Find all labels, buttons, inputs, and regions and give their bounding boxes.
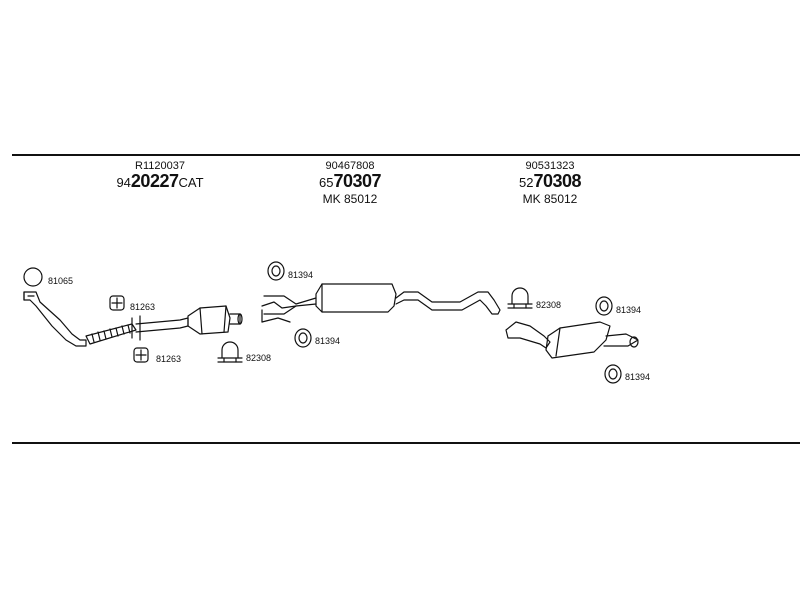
part-label-bolt-lower: 81263 (156, 354, 181, 364)
ref-mk-number: MK 85012 (322, 192, 378, 206)
bottom-divider-line (12, 442, 800, 444)
part-label-hanger-mid-upper: 81394 (288, 270, 313, 280)
part-label-hanger-rear-upper: 81394 (616, 305, 641, 315)
ref-number: 70308 (533, 171, 582, 191)
top-divider-line (12, 154, 800, 156)
rubber-hanger-icon (604, 364, 622, 384)
ref-part-number: 6570307 (300, 172, 400, 192)
ref-part-number: 5270308 (500, 172, 600, 192)
ref-code: 90467808 (325, 160, 375, 172)
ref-block-catalytic-converter: R1120037 9420227CAT (100, 160, 220, 192)
middle-pipe-inlet (261, 295, 317, 323)
clamp-icon (217, 341, 243, 363)
bolt-icon (133, 347, 149, 363)
part-label-clamp-rear: 82308 (536, 300, 561, 310)
ref-block-rear-silencer: 90531323 5270308 MK 85012 (500, 160, 600, 206)
ref-code: R1120037 (135, 160, 185, 172)
catalytic-converter (187, 305, 243, 335)
ref-code: 90531323 (525, 160, 575, 172)
part-label-bolt-upper: 81263 (130, 302, 155, 312)
part-label-hanger-mid-lower: 81394 (315, 336, 340, 346)
ref-part-number: 9420227CAT (100, 172, 220, 192)
ref-prefix: 94 (116, 175, 131, 190)
front-pipe (23, 291, 189, 347)
ref-prefix: 52 (518, 175, 534, 190)
middle-silencer (315, 283, 501, 315)
ref-block-middle-silencer: 90467808 6570307 MK 85012 (300, 160, 400, 206)
part-label-hanger-rear-lower: 81394 (625, 372, 650, 382)
ref-suffix: CAT (178, 175, 204, 190)
rubber-hanger-icon (294, 328, 312, 348)
clamp-icon (507, 287, 533, 309)
part-label-gasket: 81065 (48, 276, 73, 286)
gasket-ring-icon (23, 267, 43, 287)
rubber-hanger-icon (267, 261, 285, 281)
rear-silencer (505, 321, 639, 359)
ref-prefix: 65 (318, 175, 334, 190)
ref-number: 20227 (130, 171, 179, 191)
rubber-hanger-icon (595, 296, 613, 316)
ref-number: 70307 (333, 171, 382, 191)
bolt-icon (109, 295, 125, 311)
ref-mk-number: MK 85012 (522, 192, 578, 206)
part-label-clamp-front: 82308 (246, 353, 271, 363)
